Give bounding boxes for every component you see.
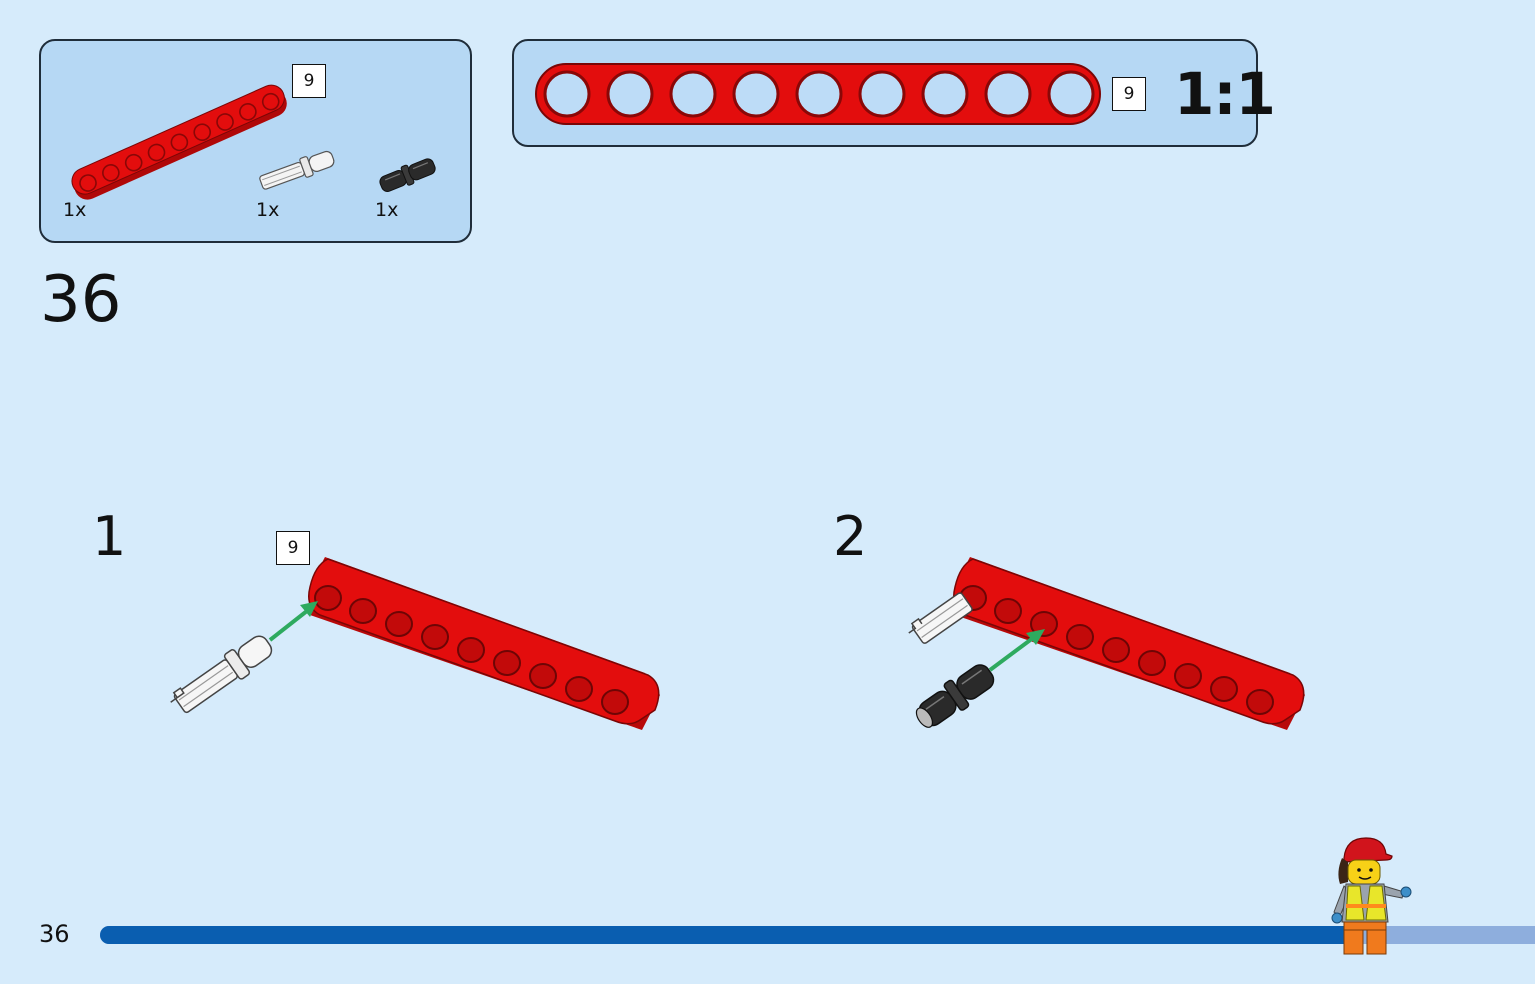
page-number: 36 xyxy=(39,920,70,948)
substep-number: 2 xyxy=(833,505,868,568)
worker-minifigure-icon xyxy=(1331,837,1412,955)
black-pin-icon xyxy=(379,158,436,192)
insert-arrow-icon xyxy=(988,629,1045,672)
red-beam-9-icon xyxy=(308,557,660,730)
substep-length-label: 9 xyxy=(276,531,310,565)
substep-1-illustration xyxy=(170,557,660,730)
part-length-label: 9 xyxy=(292,64,326,98)
part-quantity: 1x xyxy=(256,199,280,221)
red-beam-9-icon xyxy=(953,557,1305,730)
part-quantity: 1x xyxy=(63,199,87,221)
scale-label: 1:1 xyxy=(1174,60,1276,128)
progress-bar-fill xyxy=(100,926,1363,944)
insert-arrow-icon xyxy=(268,601,318,642)
part-quantity: 1x xyxy=(375,199,399,221)
red-beam-9-icon xyxy=(71,84,287,200)
substep-number: 1 xyxy=(92,505,127,568)
red-beam-9-actual-size-icon xyxy=(535,63,1101,125)
step-number: 36 xyxy=(40,263,122,337)
callout-length-label: 9 xyxy=(1112,77,1146,111)
axle-pin-icon xyxy=(259,150,335,190)
substep-2-illustration xyxy=(908,557,1305,730)
parts-list-panel: 9 1x 1x 1x xyxy=(39,39,472,243)
scale-callout-panel: 9 1:1 xyxy=(512,39,1276,147)
black-pin-icon xyxy=(915,664,995,728)
axle-pin-icon xyxy=(908,592,973,644)
progress-bar xyxy=(100,926,1535,944)
axle-pin-icon xyxy=(170,635,273,714)
